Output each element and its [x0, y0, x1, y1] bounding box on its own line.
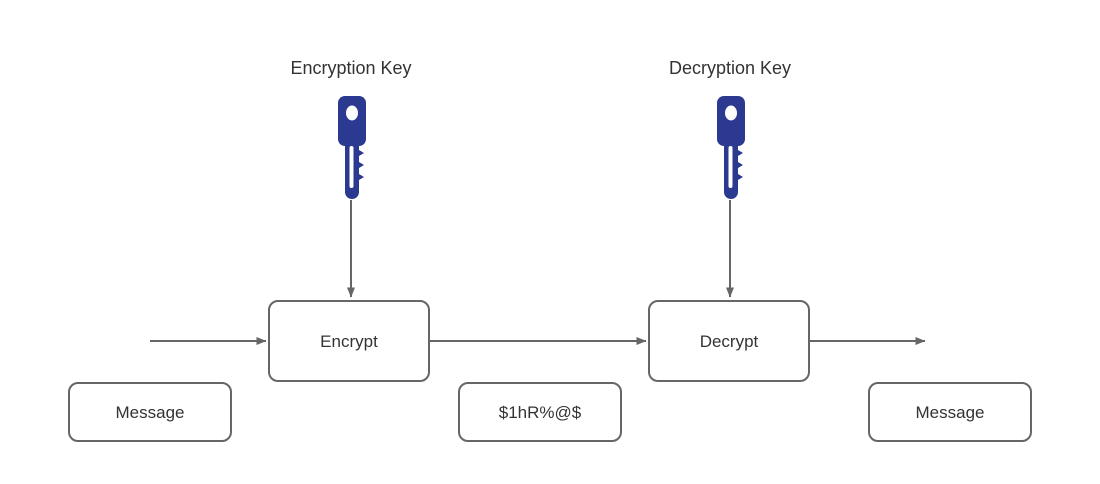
input-message-box[interactable]: Message — [68, 382, 232, 442]
ciphertext-box[interactable]: $1hR%@$ — [458, 382, 622, 442]
decrypt-process-box[interactable]: Decrypt — [648, 300, 810, 382]
decryption-key-icon — [709, 96, 751, 207]
output-message-box[interactable]: Message — [868, 382, 1032, 442]
encrypt-process-box[interactable]: Encrypt — [268, 300, 430, 382]
encryption-key-label: Encryption Key — [290, 58, 412, 78]
encryption-key-icon — [330, 96, 372, 207]
decryption-key-label: Decryption Key — [668, 58, 792, 78]
